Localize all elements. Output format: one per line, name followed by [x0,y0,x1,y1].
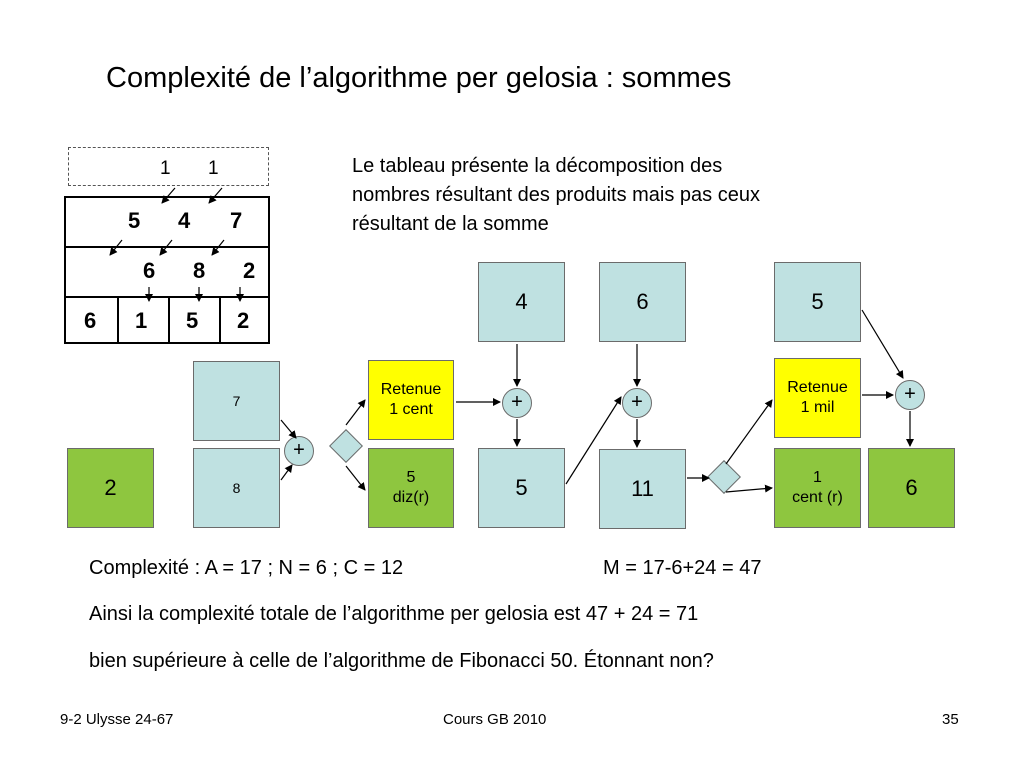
table-column-divider [168,296,170,344]
diz-value: 5 [406,469,416,486]
table-digit: 5 [186,308,199,333]
diagram-arrow [345,465,366,491]
description: Le tableau présente la décomposition des… [352,152,912,239]
retenue-label: Retenue [380,381,442,398]
diagram-arrow [565,396,622,485]
digit-box-5-label: 5 [811,289,824,314]
diz-label: diz(r) [392,489,430,506]
slide-title: Complexité de l’algorithme per gelosia :… [106,62,732,94]
carry-digit-1: 1 [160,158,171,179]
diz-box: 5 diz(r) [368,448,454,528]
carry-digit-2: 1 [208,158,219,179]
plus-node-4: + [895,380,925,410]
table-digit: 1 [135,308,148,333]
description-line-1: Le tableau présente la décomposition des [352,155,723,177]
slide-number: 35 [942,711,959,728]
digit-box-4: 4 [478,262,565,342]
table-digit: 2 [237,308,250,333]
digit-box-5: 5 [774,262,861,342]
diagonal-arrow [159,239,173,256]
carry-arrow [161,187,176,204]
table-column-divider [117,296,119,344]
result-box-6: 6 [868,448,955,528]
result-box-11: 11 [599,449,686,529]
retenue-value: 1 mil [800,399,835,416]
retenue-value: 1 cent [389,401,433,418]
retenue-mil-box: Retenue 1 mil [774,358,861,438]
cent-value: 1 [813,469,822,486]
result-box-5-label: 5 [515,475,528,500]
footer-left: 9-2 Ulysse 24-67 [60,711,174,728]
diagram-arrow [861,309,904,379]
diagonal-arrow [109,239,123,256]
retenue-label: Retenue [787,379,848,396]
table-digit: 4 [178,208,191,233]
description-line-2: nombres résultant des produits mais pas … [352,184,760,206]
result-box-11-label: 11 [631,476,654,501]
diagonal-arrow [211,239,225,256]
table-digit: 5 [128,208,141,233]
digit-box-4-label: 4 [515,289,528,314]
footer-center: Cours GB 2010 [443,711,547,728]
table-digit: 6 [84,308,97,333]
diagram-arrow [280,464,293,481]
result-box-2: 2 [67,448,154,528]
diagram-arrow [725,399,773,465]
digit-box-8: 8 [193,448,280,528]
plus-node-1: + [284,436,314,466]
description-line-3: résultant de la somme [352,213,549,235]
digit-box-6-label: 6 [636,289,649,314]
fibonacci-line: bien supérieure à celle de l’algorithme … [89,650,714,672]
carry-box [68,147,269,186]
result-box-5: 5 [478,448,565,528]
m-formula: M = 17-6+24 = 47 [603,557,762,579]
table-digit: 7 [230,208,243,233]
total-line: Ainsi la complexité totale de l’algorith… [89,603,699,625]
complexity-line: Complexité : A = 17 ; N = 6 ; C = 12 [89,557,404,579]
plus-node-3: + [622,388,652,418]
table-row-divider [66,296,268,298]
carry-arrow [208,187,223,204]
digit-box-8-label: 8 [232,480,241,496]
diagram-arrow [280,419,297,439]
digit-box-7: 7 [193,361,280,441]
diagram-arrow [345,399,366,426]
table-digit: 8 [193,258,206,283]
digit-box-7-label: 7 [232,393,241,409]
result-box-2-label: 2 [104,475,117,500]
table-digit: 2 [243,258,256,283]
result-box-6-label: 6 [905,475,918,500]
plus-node-2: + [502,388,532,418]
retenue-cent-box: Retenue 1 cent [368,360,454,440]
digit-box-6: 6 [599,262,686,342]
cent-box: 1 cent (r) [774,448,861,528]
diagram-arrow [725,484,773,493]
table-digit: 6 [143,258,156,283]
cent-label: cent (r) [792,489,843,506]
table-column-divider [219,296,221,344]
